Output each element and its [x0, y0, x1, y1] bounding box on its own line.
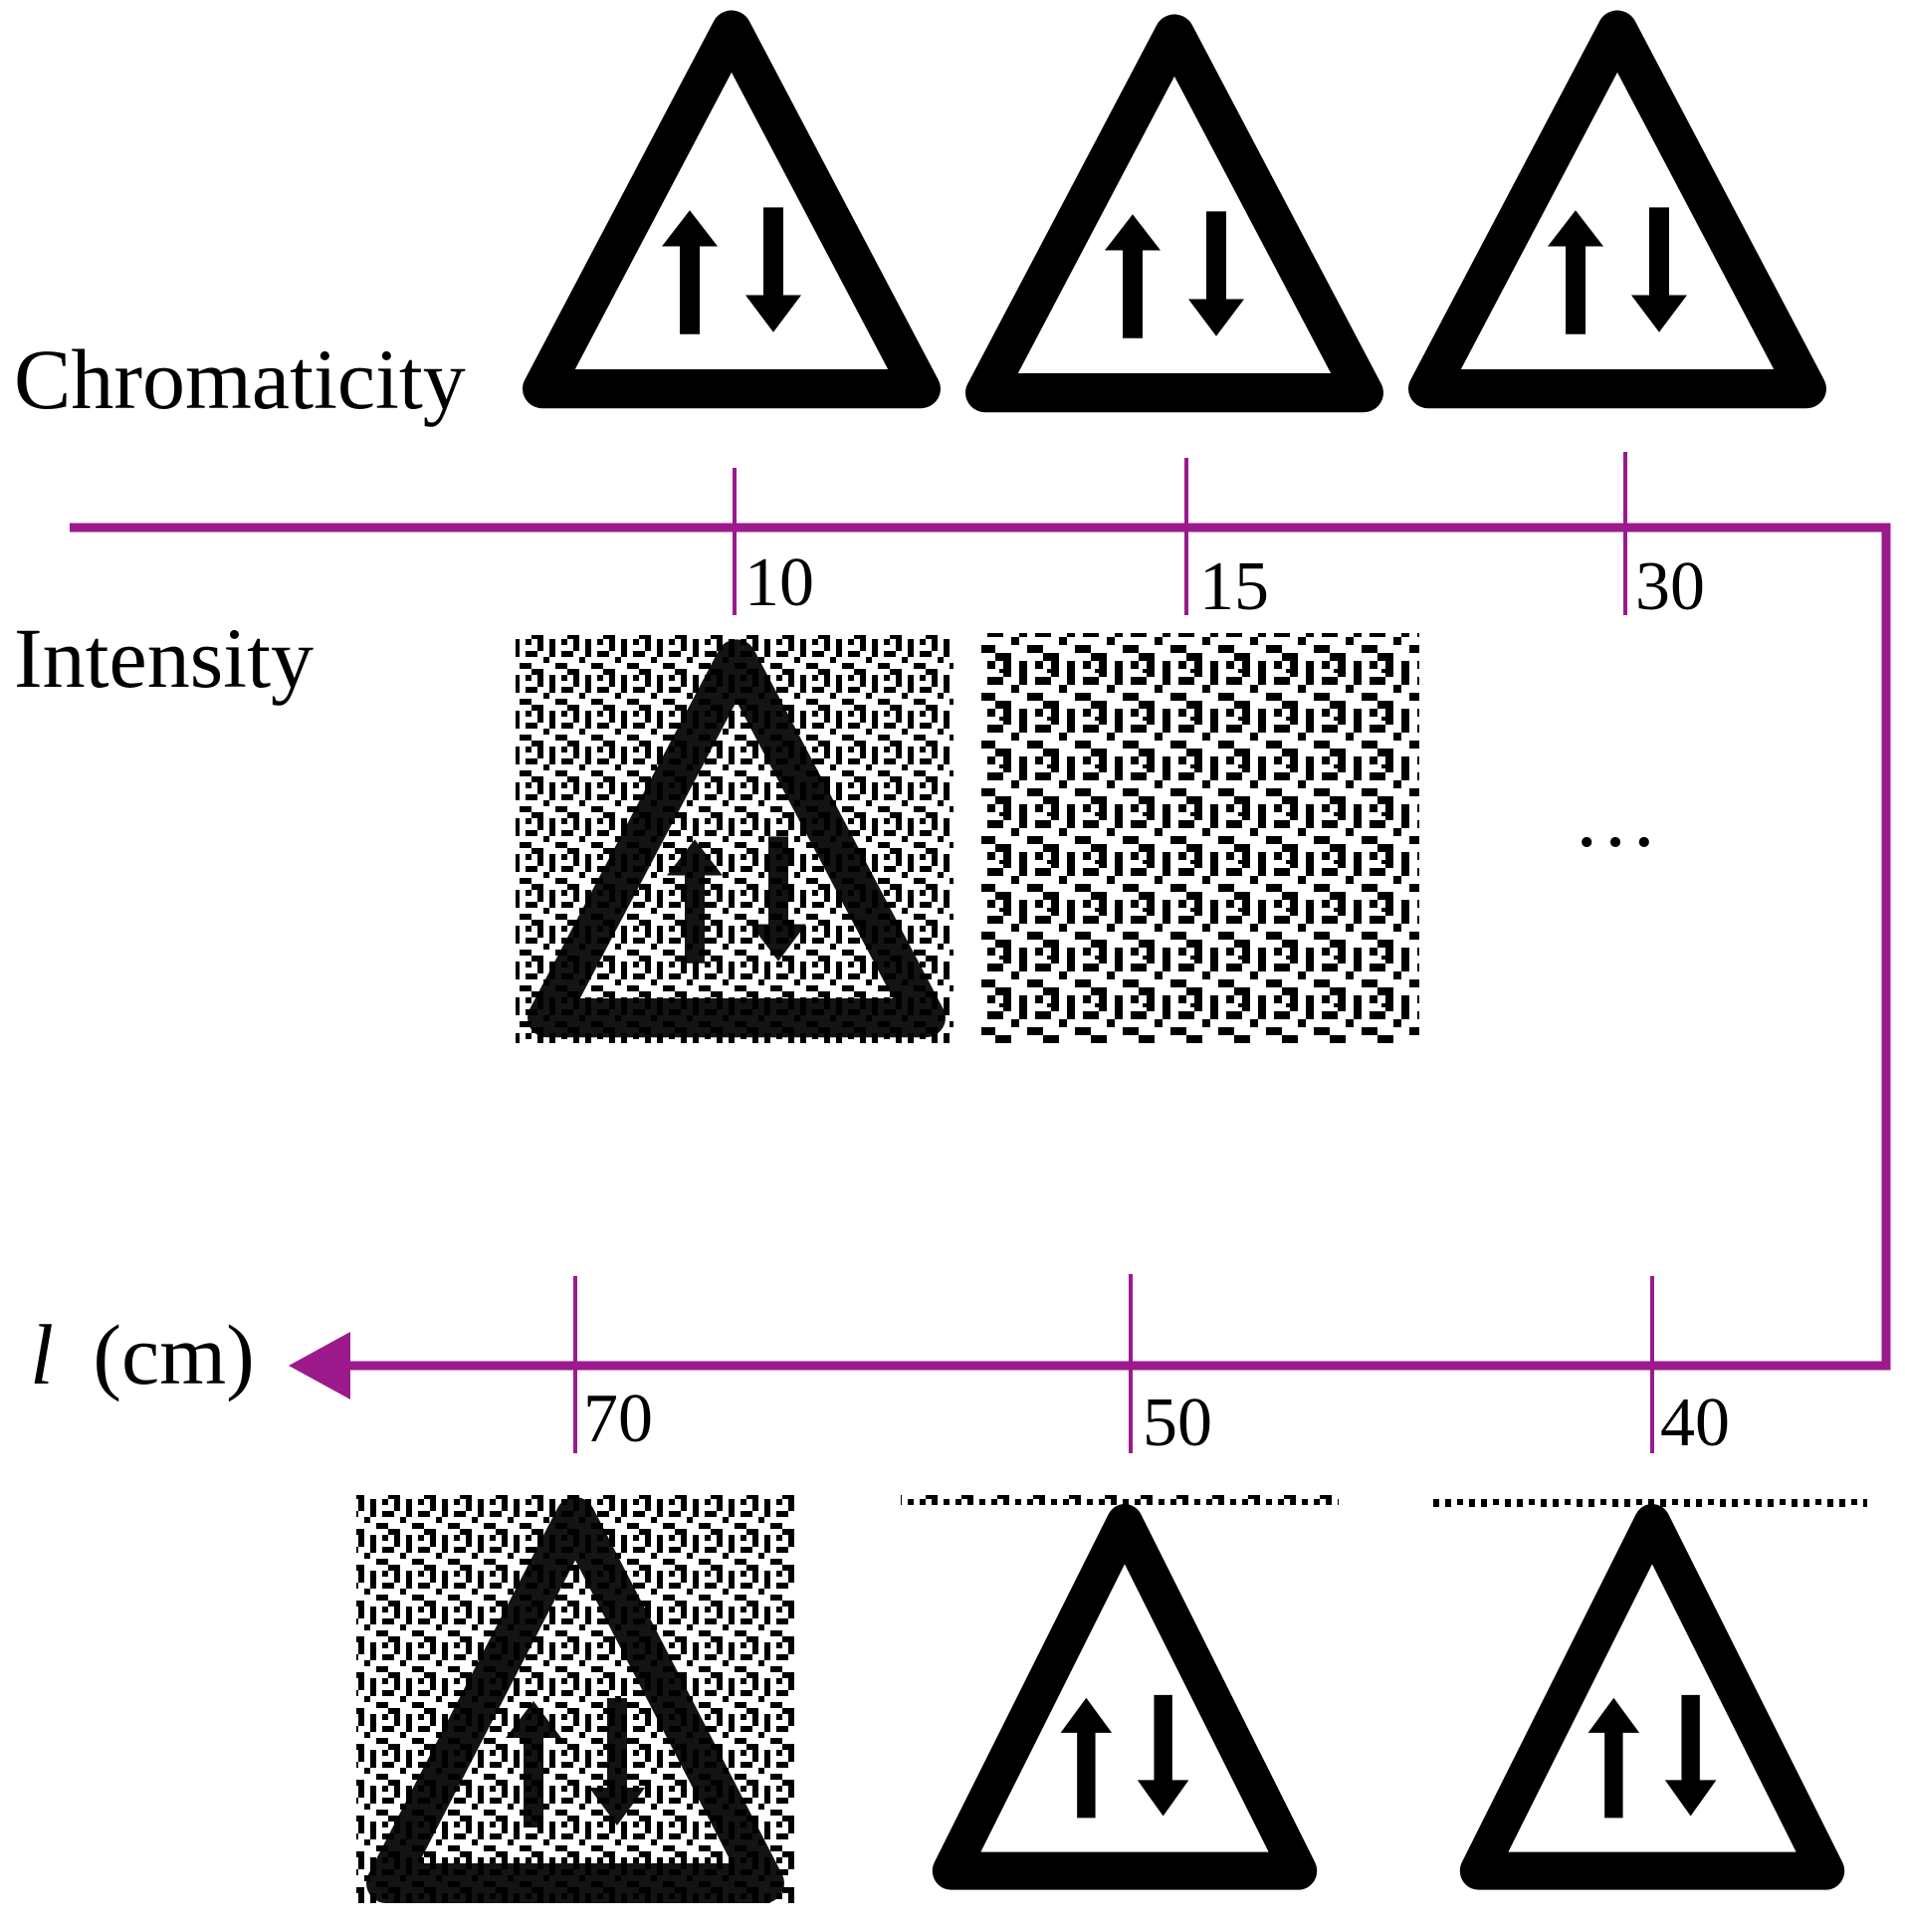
- distance-axis-line: [70, 523, 1891, 1371]
- ellipsis: …: [1573, 769, 1658, 865]
- two-way-traffic-sign-icon: [951, 1523, 1299, 1871]
- two-way-traffic-sign-icon: [542, 30, 921, 389]
- chromaticity-image-50cm: [901, 1495, 1339, 1871]
- two-way-traffic-sign-icon: [1428, 30, 1806, 389]
- chromaticity-sign-10cm: [542, 30, 921, 389]
- tick-label-10: 10: [744, 544, 814, 621]
- axis-arrowhead-icon: [289, 1332, 350, 1399]
- axis-variable: l: [30, 1307, 54, 1402]
- chromaticity-sign-15cm: [985, 34, 1364, 393]
- chromaticity-sign-30cm: [1428, 30, 1806, 389]
- tick-label-30: 30: [1635, 548, 1705, 625]
- intensity-image-10cm: [516, 635, 953, 1043]
- tick-label-40: 40: [1660, 1385, 1730, 1461]
- chromaticity-image-40cm: [1429, 1499, 1867, 1871]
- tick-label-50: 50: [1143, 1385, 1212, 1461]
- intensity-label: Intensity: [14, 610, 314, 706]
- chromaticity-label: Chromaticity: [14, 331, 466, 427]
- intensity-image-15cm: [981, 633, 1419, 1043]
- two-way-traffic-sign-icon: [1478, 1523, 1826, 1871]
- axis-unit: (cm): [93, 1307, 254, 1402]
- intensity-image-70cm: [356, 1495, 794, 1903]
- tick-label-15: 15: [1199, 548, 1269, 625]
- two-way-traffic-sign-icon: [985, 34, 1364, 393]
- axis-label: l (cm): [30, 1307, 255, 1402]
- tick-label-70: 70: [583, 1381, 653, 1457]
